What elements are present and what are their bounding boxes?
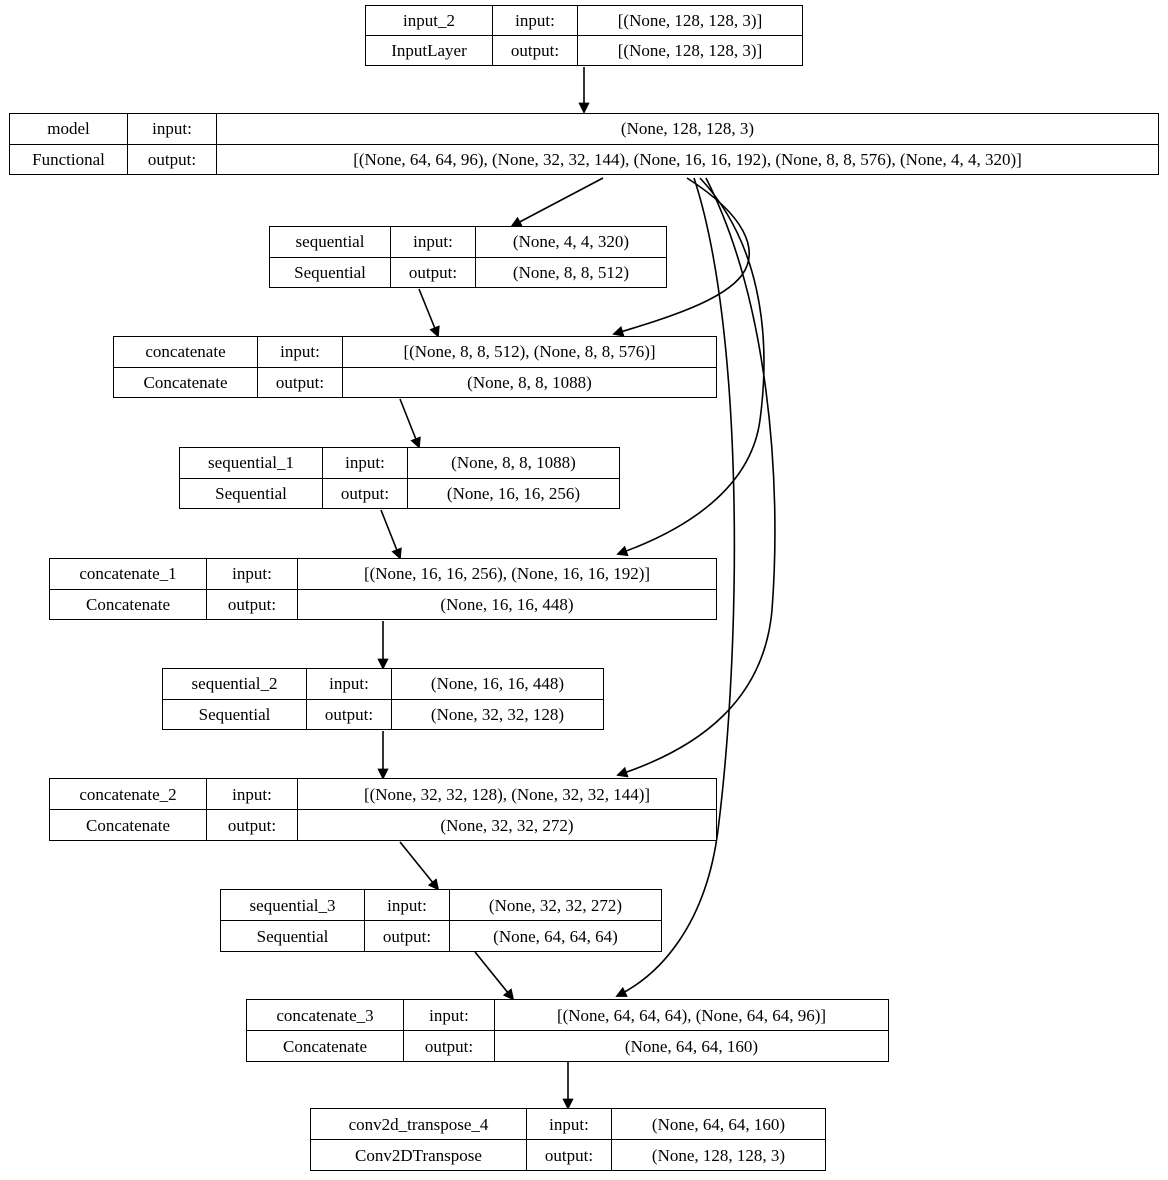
node-concatenate-input-value: [(None, 8, 8, 512), (None, 8, 8, 576)] [403,342,656,362]
node-model-output-value: [(None, 64, 64, 96), (None, 32, 32, 144)… [353,149,1022,169]
node-sequential[interactable]: sequential input: (None, 4, 4, 320) Sequ… [269,226,667,288]
node-conv2d_transpose_4-input-value: (None, 64, 64, 160) [651,1114,786,1134]
node-concatenate_2-output-label: output: [207,810,298,840]
node-model-input-value: (None, 128, 128, 3) [620,119,755,139]
node-input_2-output-label: output: [493,36,578,65]
node-concatenate[interactable]: concatenate input: [(None, 8, 8, 512), (… [113,336,717,398]
node-input_2-output-value: [(None, 128, 128, 3)] [617,41,763,60]
node-sequential_3-input-value: (None, 32, 32, 272) [488,895,623,915]
node-concatenate_3-input-label: input: [404,1000,495,1030]
node-conv2d_transpose_4-output-value: (None, 128, 128, 3) [651,1145,786,1165]
node-concatenate_2-type: Concatenate [50,810,207,840]
node-sequential_2-type: Sequential [163,699,307,729]
edge-model-sequential [510,177,604,227]
node-concatenate_1[interactable]: concatenate_1 input: [(None, 16, 16, 256… [49,558,717,620]
edge-sequential_1-concatenate_1 [380,509,402,560]
node-sequential_3-output-value: (None, 64, 64, 64) [493,926,618,946]
node-concatenate_1-name: concatenate_1 [50,559,207,589]
node-model-output-label: output: [128,144,217,174]
node-sequential_1-name: sequential_1 [180,448,323,478]
node-sequential_3[interactable]: sequential_3 input: (None, 32, 32, 272) … [220,889,662,952]
node-sequential-input-label: input: [391,227,476,257]
node-concatenate_2[interactable]: concatenate_2 input: [(None, 32, 32, 128… [49,778,717,841]
node-sequential-input-value: (None, 4, 4, 320) [512,232,630,252]
node-concatenate_1-type: Concatenate [50,589,207,619]
node-concatenate_3-output-value: (None, 64, 64, 160) [624,1036,759,1056]
node-sequential_1-output-label: output: [323,478,408,508]
node-sequential_1-output-value: (None, 16, 16, 256) [446,483,581,503]
node-sequential_1-input-label: input: [323,448,408,478]
node-concatenate_1-input-value: [(None, 16, 16, 256), (None, 16, 16, 192… [363,564,651,584]
node-conv2d_transpose_4-input-label: input: [527,1109,612,1139]
node-input_2-input-value: [(None, 128, 128, 3)] [617,11,763,30]
node-concatenate_3-name: concatenate_3 [247,1000,404,1030]
node-concatenate_2-output-value: (None, 32, 32, 272) [440,815,574,835]
node-model-name: model [10,114,128,144]
node-model-type: Functional [10,144,128,174]
node-sequential-type: Sequential [270,257,391,287]
node-sequential-name: sequential [270,227,391,257]
node-concatenate-name: concatenate [114,337,258,367]
node-sequential-output-label: output: [391,257,476,287]
node-input_2-input-label: input: [493,6,578,35]
node-sequential_2-input-value: (None, 16, 16, 448) [430,674,565,694]
node-concatenate_3-type: Concatenate [247,1031,404,1061]
edge-concatenate_2-sequential_3 [399,841,440,891]
node-concatenate-type: Concatenate [114,367,258,397]
node-conv2d_transpose_4[interactable]: conv2d_transpose_4 input: (None, 64, 64,… [310,1108,826,1171]
node-sequential_1[interactable]: sequential_1 input: (None, 8, 8, 1088) S… [179,447,620,509]
node-sequential_2-input-label: input: [307,669,392,699]
node-concatenate_3-input-value: [(None, 64, 64, 64), (None, 64, 64, 96)] [556,1005,827,1025]
node-conv2d_transpose_4-output-label: output: [527,1140,612,1170]
node-concatenate_2-input-label: input: [207,779,298,809]
node-sequential_2-name: sequential_2 [163,669,307,699]
node-concatenate_2-name: concatenate_2 [50,779,207,809]
node-sequential-output-value: (None, 8, 8, 512) [512,262,630,282]
edge-concatenate-sequential_1 [399,398,421,449]
node-concatenate_1-output-label: output: [207,589,298,619]
node-model[interactable]: model input: (None, 128, 128, 3) Functio… [9,113,1159,175]
node-concatenate_1-input-label: input: [207,559,298,589]
node-concatenate_2-input-value: [(None, 32, 32, 128), (None, 32, 32, 144… [363,784,651,804]
node-sequential_3-input-label: input: [365,890,450,920]
node-input_2-name: input_2 [366,6,493,35]
edge-sequential-concatenate [418,288,440,338]
node-sequential_3-type: Sequential [221,921,365,951]
node-sequential_3-output-label: output: [365,921,450,951]
node-input_2[interactable]: input_2 input: [(None, 128, 128, 3)] Inp… [365,5,803,66]
node-sequential_3-name: sequential_3 [221,890,365,920]
node-sequential_2-output-value: (None, 32, 32, 128) [430,704,565,724]
edge-sequential_3-concatenate_3 [474,951,515,1001]
node-input_2-type: InputLayer [366,36,493,65]
node-concatenate_3[interactable]: concatenate_3 input: [(None, 64, 64, 64)… [246,999,889,1062]
node-conv2d_transpose_4-name: conv2d_transpose_4 [311,1109,527,1139]
node-sequential_1-type: Sequential [180,478,323,508]
node-conv2d_transpose_4-type: Conv2DTranspose [311,1140,527,1170]
node-sequential_1-input-value: (None, 8, 8, 1088) [451,453,576,473]
node-concatenate-output-value: (None, 8, 8, 1088) [467,372,592,392]
node-concatenate_3-output-label: output: [404,1031,495,1061]
node-sequential_2[interactable]: sequential_2 input: (None, 16, 16, 448) … [162,668,604,730]
node-concatenate-input-label: input: [258,337,343,367]
node-concatenate_1-output-value: (None, 16, 16, 448) [440,594,574,614]
node-sequential_2-output-label: output: [307,699,392,729]
node-concatenate-output-label: output: [258,367,343,397]
node-model-input-label: input: [128,114,217,144]
